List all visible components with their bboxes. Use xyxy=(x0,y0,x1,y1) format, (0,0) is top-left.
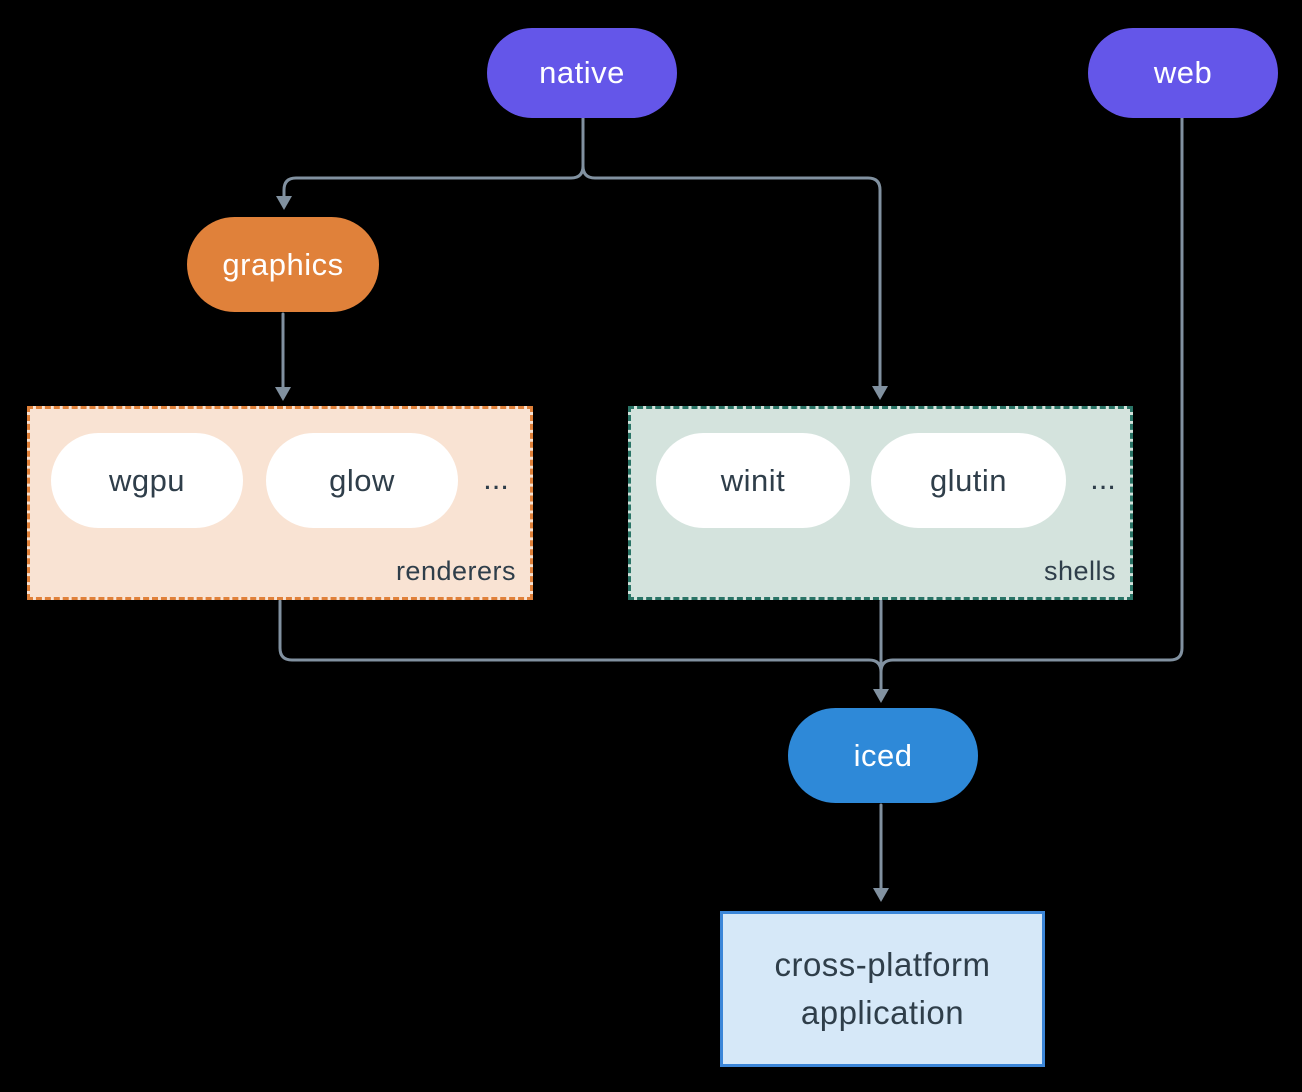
edge-native-to-shells xyxy=(581,164,882,389)
shells-label: shells xyxy=(1043,556,1116,586)
arrowhead-graphics xyxy=(276,196,292,210)
node-iced: iced xyxy=(788,708,978,803)
node-iced-label: iced xyxy=(853,737,913,773)
group-shells: winit glutin ... shells xyxy=(628,406,1133,600)
renderers-label: renderers xyxy=(395,556,516,586)
node-web: web xyxy=(1088,28,1278,118)
node-native-label: native xyxy=(539,55,625,90)
node-wgpu: wgpu xyxy=(51,433,243,528)
edge-native-to-graphics xyxy=(282,116,585,199)
node-web-label: web xyxy=(1153,55,1213,90)
arrowhead-iced xyxy=(873,689,889,703)
node-graphics: graphics xyxy=(187,217,379,312)
node-winit: winit xyxy=(656,433,850,528)
group-renderers: wgpu glow ... renderers xyxy=(27,406,533,600)
edge-renderers-to-iced xyxy=(278,599,883,674)
node-cross-platform-application: cross-platform application xyxy=(720,911,1045,1067)
arrowhead-renderers xyxy=(275,387,291,401)
node-glow-label: glow xyxy=(329,462,395,498)
node-glow: glow xyxy=(266,433,458,528)
renderers-ellipsis: ... xyxy=(483,461,509,496)
application-label-line1: cross-platform xyxy=(774,946,991,983)
node-glutin-label: glutin xyxy=(929,462,1008,498)
arrowhead-application xyxy=(873,888,889,902)
node-native: native xyxy=(487,28,677,118)
node-wgpu-label: wgpu xyxy=(108,462,186,498)
shells-ellipsis: ... xyxy=(1090,461,1116,496)
application-label-line2: application xyxy=(800,994,965,1031)
node-graphics-label: graphics xyxy=(222,246,344,282)
node-glutin: glutin xyxy=(871,433,1066,528)
arrowhead-shells xyxy=(872,386,888,400)
node-winit-label: winit xyxy=(720,462,786,498)
